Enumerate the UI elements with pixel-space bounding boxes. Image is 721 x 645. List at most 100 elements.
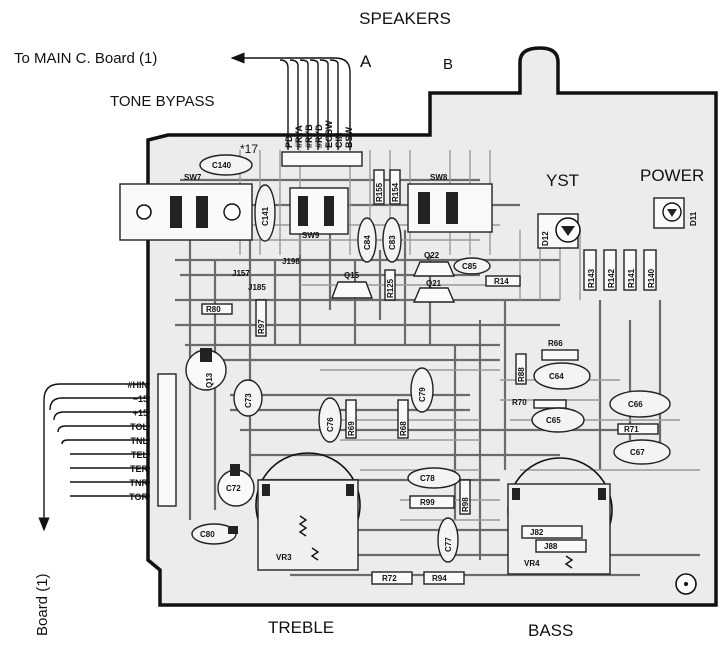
- svg-text:C72: C72: [226, 484, 241, 493]
- pin-label-ryb: #RYB: [304, 124, 314, 148]
- r69-resistor: [345, 399, 357, 439]
- yst-label: YST: [546, 171, 579, 190]
- svg-text:Q13: Q13: [205, 372, 214, 388]
- pin-label-eosw: EOSW: [324, 120, 334, 148]
- speakers-label: SPEAKERS: [359, 9, 451, 28]
- r94-label: R94: [432, 574, 447, 583]
- tone-bypass-label: TONE BYPASS: [110, 93, 214, 110]
- c72-capacitor: C72: [217, 464, 255, 507]
- pin-label-tnr: TNR: [130, 478, 149, 488]
- r99-label: R99: [420, 498, 435, 507]
- top-pin-labels: PD #RYA #RYB #RYD EOSW CIN BSW: [284, 120, 354, 148]
- c65-label: C65: [546, 416, 561, 425]
- sw9-switch: SW9: [289, 187, 349, 240]
- r88-resistor: [515, 353, 527, 385]
- c64-capacitor: [533, 362, 591, 390]
- r155-label: R155: [375, 182, 384, 202]
- treble-potentiometer: VR3: [255, 452, 361, 571]
- q15-label: Q15: [344, 271, 360, 280]
- q21-label: Q21: [426, 279, 442, 288]
- c84-label: C84: [363, 235, 372, 250]
- pin-label-tnl: TNL: [131, 436, 149, 446]
- c64-label: C64: [549, 372, 564, 381]
- svg-text:D11: D11: [689, 211, 698, 226]
- j157-label: J157: [232, 269, 250, 278]
- svg-text:SW8: SW8: [430, 173, 448, 182]
- speaker-b-label: B: [443, 56, 453, 73]
- q15-transistor: [330, 281, 374, 299]
- svg-text:J88: J88: [544, 542, 558, 551]
- q21-transistor: [412, 287, 456, 303]
- r98-label: R98: [461, 497, 470, 512]
- r68-label: R68: [399, 421, 408, 436]
- r98-resistor: [459, 479, 471, 515]
- r70-resistor: [533, 399, 567, 409]
- r154-label: R154: [391, 182, 400, 202]
- r97-label: R97: [257, 319, 266, 334]
- left-pin-labels: #HIN −15 +15 TOL TNL TEL TER TNR TOR: [127, 380, 148, 502]
- speaker-a-label: A: [360, 52, 372, 71]
- svg-text:R143: R143: [587, 268, 596, 288]
- pin-label-rya: #RYA: [294, 125, 304, 148]
- pin-label-pd: PD: [284, 135, 294, 148]
- board-outline: [146, 46, 718, 607]
- svg-text:R141: R141: [627, 268, 636, 288]
- c140-label: C140: [212, 161, 232, 170]
- c78-label: C78: [420, 474, 435, 483]
- pin-label-ryd: #RYD: [314, 124, 324, 148]
- j185-label: J185: [248, 283, 266, 292]
- r70-label: R70: [512, 398, 527, 407]
- c140-capacitor: [199, 154, 253, 176]
- r155-resistor: [373, 169, 385, 205]
- c77-label: C77: [444, 537, 453, 552]
- c73-label: C73: [244, 393, 253, 408]
- c73-capacitor: [233, 379, 263, 417]
- r88-label: R88: [517, 367, 526, 382]
- r97-resistor: [255, 299, 267, 337]
- r71-label: R71: [624, 425, 639, 434]
- r125-label: R125: [386, 278, 395, 298]
- svg-text:J82: J82: [530, 528, 544, 537]
- c83-capacitor: [382, 217, 402, 263]
- pin-label-hin: #HIN: [127, 380, 148, 390]
- sw7-switch: SW7: [119, 173, 253, 241]
- bass-label: BASS: [528, 621, 573, 640]
- c83-label: C83: [388, 235, 397, 250]
- c76-capacitor: [318, 397, 342, 443]
- c78-capacitor: [407, 467, 461, 489]
- svg-text:VR3: VR3: [276, 553, 292, 562]
- c84-capacitor: [357, 217, 377, 263]
- c141-label: C141: [261, 206, 270, 226]
- svg-text:VR4: VR4: [524, 559, 540, 568]
- r66-resistor: [541, 349, 579, 361]
- treble-label: TREBLE: [268, 618, 334, 637]
- board-bottom-label: Board (1): [34, 573, 51, 636]
- svg-text:SW9: SW9: [302, 231, 320, 240]
- r66-label: R66: [548, 339, 563, 348]
- svg-text:D12: D12: [541, 231, 550, 246]
- r14-resistor: [485, 275, 521, 287]
- r72-label: R72: [382, 574, 397, 583]
- c79-capacitor: [410, 367, 434, 413]
- star-17-label: *17: [240, 142, 258, 156]
- c85-capacitor: [453, 257, 491, 275]
- svg-text:R140: R140: [647, 268, 656, 288]
- pin-label-tol: TOL: [130, 422, 148, 432]
- svg-text:SW7: SW7: [184, 173, 202, 182]
- r69-label: R69: [347, 421, 356, 436]
- r125-resistor: [384, 269, 396, 301]
- resistor-bank: R143 R142 R141 R140: [583, 249, 657, 291]
- power-label: POWER: [640, 166, 704, 185]
- pin-label-tor: TOR: [129, 492, 148, 502]
- c80-capacitor: C80: [191, 523, 238, 545]
- c66-label: C66: [628, 400, 643, 409]
- pin-label-cin: CIN: [334, 133, 344, 149]
- q22-label: Q22: [424, 251, 440, 260]
- top-cable-bundle: [230, 52, 351, 150]
- svg-text:C80: C80: [200, 530, 215, 539]
- power-led: D11: [653, 197, 698, 229]
- c67-label: C67: [630, 448, 645, 457]
- c67-capacitor: [613, 439, 671, 465]
- r99-resistor: [409, 495, 455, 509]
